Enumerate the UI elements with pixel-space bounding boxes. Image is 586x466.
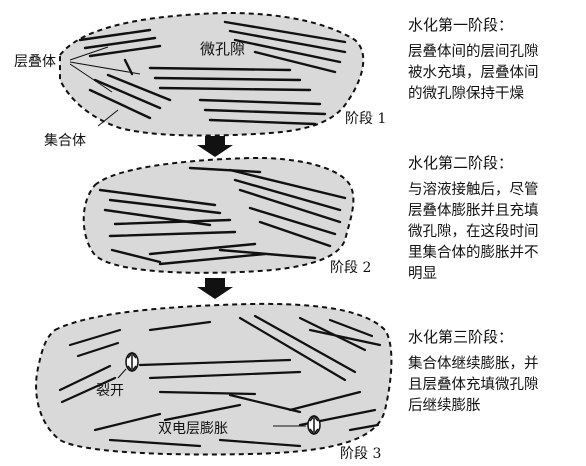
double-layer-label: 双电层膨胀: [158, 421, 228, 437]
stage-3-line-2: 且层叠体充填微孔隙: [408, 377, 539, 393]
layers-stage-2: [98, 166, 347, 266]
stage-2-line-5: 明显: [408, 266, 437, 282]
crack-label: 裂开: [96, 383, 124, 399]
stage-2-line-1: 与溶液接触后，尽管: [408, 182, 539, 198]
stage-1-line-3: 的微孔隙保持干燥: [408, 86, 524, 102]
arrow-down-1: [197, 136, 233, 157]
stage-3-tag: 阶段 3: [340, 446, 382, 462]
aggregate-stage-3: [35, 302, 393, 456]
stage-2-line-4: 里集合体的膨胀并不: [408, 245, 539, 261]
double-layer-marker: [307, 414, 321, 436]
stage-2-description: 与溶液接触后，尽管 层叠体膨胀并且充填 微孔隙，在这段时间 里集合体的膨胀并不 …: [408, 180, 539, 285]
stage-2-line-2: 层叠体膨胀并且充填: [408, 203, 539, 219]
stage-2-line-3: 微孔隙，在这段时间: [408, 224, 539, 240]
stage-1-line-2: 被水充填，层叠体间: [408, 65, 539, 81]
crack-marker: [125, 351, 139, 373]
layered-body-label: 层叠体: [14, 54, 56, 70]
aggregate-stage-2: [82, 156, 355, 274]
stage-3-title: 水化第三阶段：: [408, 328, 514, 346]
stage-1-description: 层叠体间的层间孔隙 被水充填，层叠体间 的微孔隙保持干燥: [408, 42, 539, 105]
stage-2-title: 水化第二阶段：: [408, 154, 514, 172]
arrow-down-2: [197, 278, 233, 299]
aggregate-label: 集合体: [44, 133, 86, 149]
layers-stage-1: [78, 20, 347, 126]
layers-stage-3: [58, 314, 382, 448]
stage-3-line-3: 后继续膨胀: [408, 398, 481, 414]
micropore-label: 微孔隙: [200, 40, 246, 58]
stage-1-tag: 阶段 1: [345, 111, 387, 127]
stage-1-line-1: 层叠体间的层间孔隙: [408, 44, 539, 60]
stage-3-line-1: 集合体继续膨胀，并: [408, 356, 539, 372]
aggregate-outline-2: [82, 156, 355, 274]
stage-1-title: 水化第一阶段：: [408, 16, 514, 34]
stage-2-tag: 阶段 2: [330, 260, 372, 276]
aggregate-stage-1: [59, 12, 365, 137]
stage-3-description: 集合体继续膨胀，并 且层叠体充填微孔隙 后继续膨胀: [408, 354, 539, 417]
aggregate-outline-1: [59, 12, 365, 137]
